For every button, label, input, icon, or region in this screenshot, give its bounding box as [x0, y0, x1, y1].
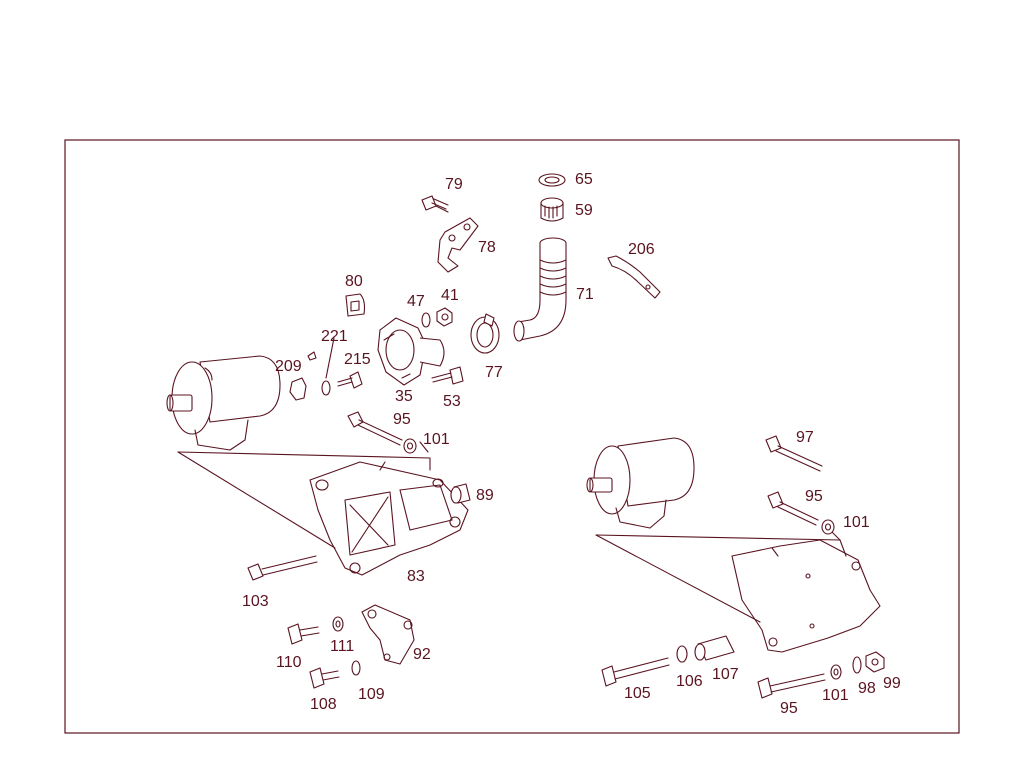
callout-41: 41: [441, 287, 459, 304]
diagram-frame: [64, 139, 960, 734]
bolt-part-95-right: [767, 491, 819, 526]
callout-101-bottom: 101: [822, 687, 849, 704]
callout-71: 71: [576, 286, 594, 303]
callout-109: 109: [358, 686, 385, 703]
washer-part-101-left: [403, 438, 417, 454]
callout-47: 47: [407, 293, 425, 310]
callout-95-left: 95: [393, 411, 411, 428]
callout-221: 221: [321, 328, 348, 345]
hose-part-71: [513, 237, 567, 342]
regulator-part-35: [377, 317, 445, 386]
callout-106: 106: [676, 673, 703, 690]
leader-line: [419, 441, 429, 453]
callout-103: 103: [242, 593, 269, 610]
washer-part-106: [676, 645, 688, 663]
screw-part-53: [431, 366, 464, 385]
callout-108: 108: [310, 696, 337, 713]
callout-101-left: 101: [423, 431, 450, 448]
leader-line: [177, 451, 431, 471]
callout-97: 97: [796, 429, 814, 446]
bolt-part-97: [765, 435, 823, 472]
callout-101-right: 101: [843, 514, 870, 531]
callout-77: 77: [485, 364, 503, 381]
screw-part-215: [337, 371, 363, 389]
bolt-part-103: [247, 555, 318, 581]
callout-59: 59: [575, 202, 593, 219]
grommet-part-59: [540, 197, 564, 222]
washer-part-111: [332, 616, 344, 632]
left-generator: [166, 355, 281, 451]
bushing-part-89: [450, 483, 471, 504]
leader-line: [177, 451, 336, 549]
callout-83: 83: [407, 568, 425, 585]
strap-part-206: [607, 255, 661, 299]
clip-part-78: [437, 217, 479, 273]
clamp-part-77: [470, 313, 500, 354]
washer-part-101-bottom: [830, 664, 842, 680]
nut-part-99: [865, 651, 885, 673]
washer-part-47: [421, 312, 431, 328]
callout-89: 89: [476, 487, 494, 504]
wire-part-221: [321, 337, 335, 396]
callout-105: 105: [624, 685, 651, 702]
callout-215: 215: [344, 351, 371, 368]
sleeve-part-107: [694, 635, 735, 661]
washer-part-109: [351, 660, 361, 676]
bolt-part-79: [421, 195, 449, 213]
callout-35: 35: [395, 388, 413, 405]
callout-209: 209: [275, 358, 302, 375]
callout-65: 65: [575, 171, 593, 188]
leader-line: [595, 534, 761, 623]
callout-110: 110: [276, 654, 302, 671]
callout-78: 78: [478, 239, 496, 256]
bracket-part-92: [361, 604, 415, 665]
callout-99: 99: [883, 675, 901, 692]
right-generator: [586, 437, 695, 529]
callout-80: 80: [345, 273, 363, 290]
callout-95-bottom: 95: [780, 700, 798, 717]
callout-98: 98: [858, 680, 876, 697]
callout-92: 92: [413, 646, 431, 663]
bolt-part-108: [309, 667, 340, 689]
callout-206: 206: [628, 241, 655, 258]
bolt-part-95-left: [347, 411, 403, 446]
cap-part-80: [345, 293, 366, 317]
bolt-part-110: [287, 623, 320, 645]
callout-79: 79: [445, 176, 463, 193]
ring-part-65: [538, 173, 566, 187]
bolt-part-95-bottom: [757, 673, 826, 699]
callout-95-right: 95: [805, 488, 823, 505]
bolt-part-105: [601, 657, 670, 687]
nut-part-41: [436, 307, 453, 327]
washer-part-98: [852, 656, 862, 674]
right-bracket: [731, 539, 881, 653]
callout-111: 111: [330, 638, 354, 655]
callout-107: 107: [712, 666, 739, 683]
terminal-part-209: [289, 351, 317, 401]
callout-53: 53: [443, 393, 461, 410]
washer-part-101-right: [821, 519, 835, 535]
bracket-part-83: [309, 461, 469, 576]
